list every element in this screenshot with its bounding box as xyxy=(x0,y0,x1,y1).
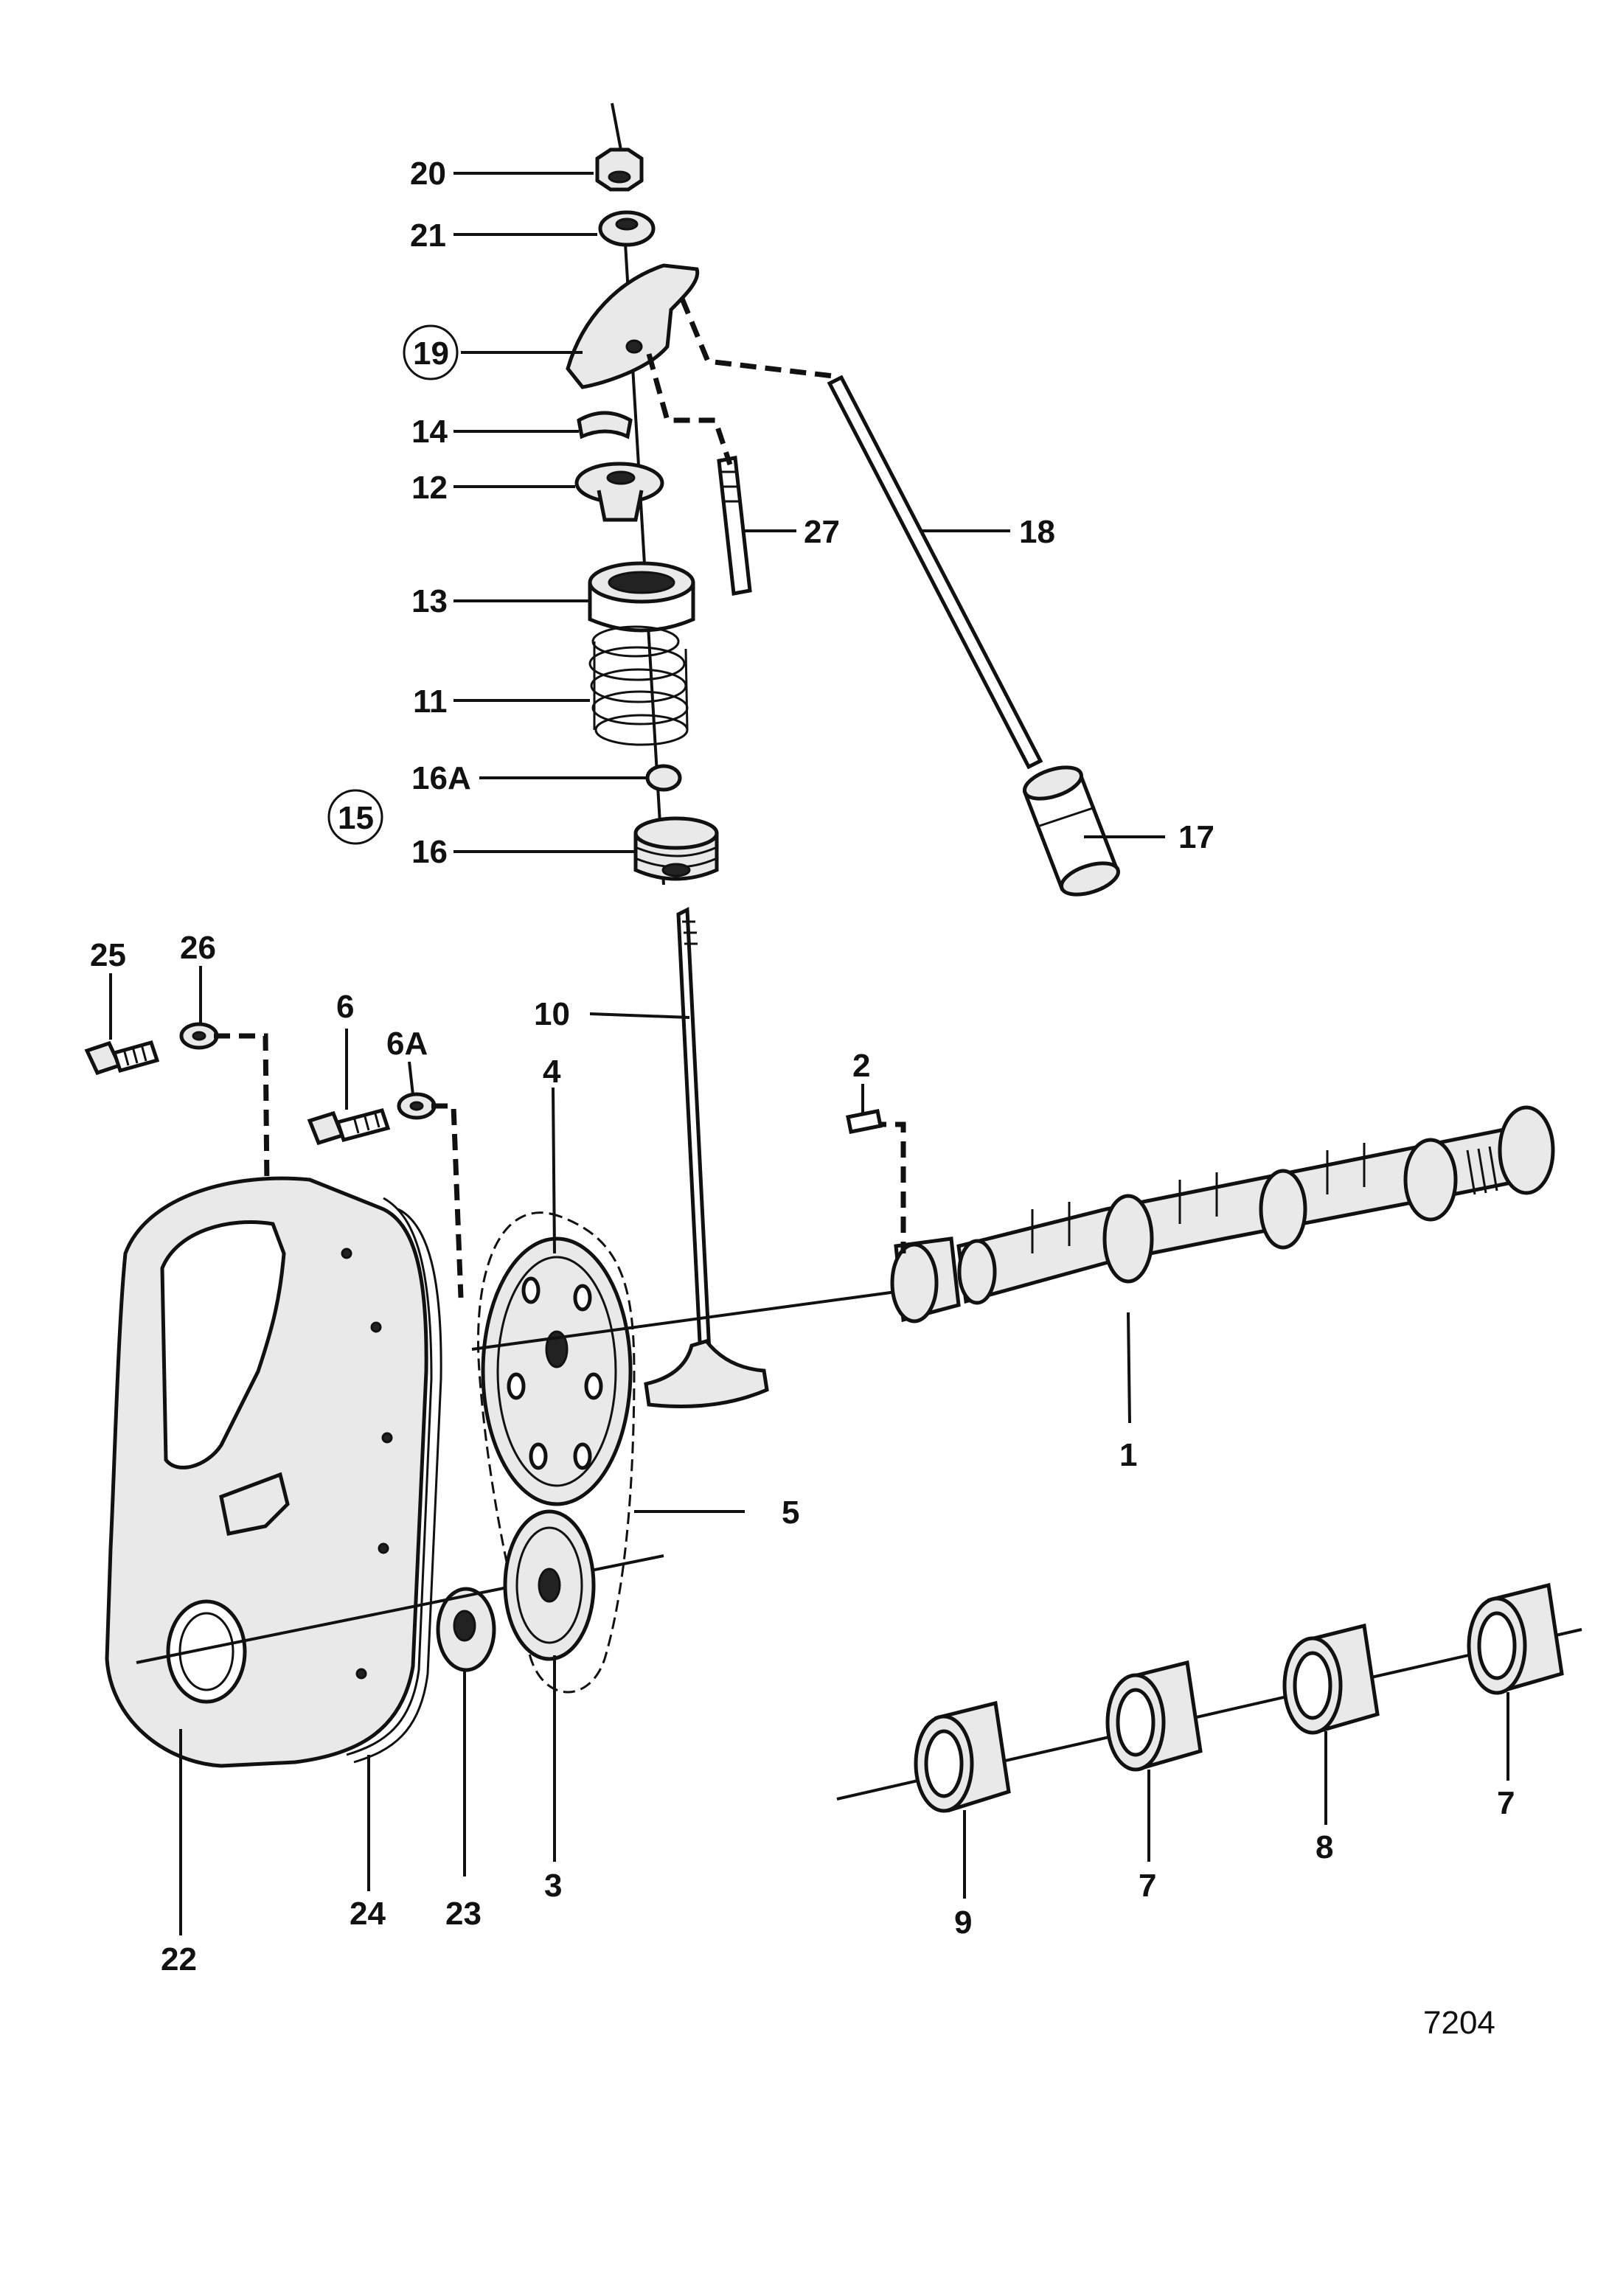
part-24-gasket xyxy=(346,1197,442,1764)
callout-2: 2 xyxy=(852,1048,870,1084)
callout-9: 9 xyxy=(954,1904,972,1941)
callout-labels: 20 21 19 14 12 27 18 13 11 16A 15 16 17 … xyxy=(90,156,1515,2041)
callout-19: 19 xyxy=(413,335,449,372)
leader-lines xyxy=(109,172,1509,1935)
part-21-washer xyxy=(598,210,656,247)
callout-3: 3 xyxy=(544,1868,562,1904)
part-19-rocker-arm xyxy=(566,263,700,389)
part-27-rocker-stud xyxy=(717,456,752,596)
part-12-spring-retainer xyxy=(574,462,664,522)
callout-23: 23 xyxy=(445,1896,482,1932)
part-16A-stem-seal xyxy=(645,764,682,792)
part-2-dowel-pin xyxy=(846,1109,883,1134)
part-7-bearing-b xyxy=(1467,1582,1564,1695)
callout-5: 5 xyxy=(782,1495,799,1531)
callout-25: 25 xyxy=(90,937,126,973)
part-6-bolt xyxy=(307,1107,391,1146)
callout-6A: 6A xyxy=(386,1026,428,1062)
callout-12: 12 xyxy=(411,470,448,506)
part-3-crankshaft-sprocket xyxy=(503,1509,596,1661)
callout-16A: 16A xyxy=(411,760,471,796)
part-17-tappet xyxy=(1022,765,1120,897)
callout-13: 13 xyxy=(411,583,448,619)
callout-10: 10 xyxy=(534,996,570,1032)
callout-4: 4 xyxy=(543,1054,561,1090)
part-8-bearing xyxy=(1282,1623,1380,1735)
part-11-valve-spring xyxy=(588,625,689,746)
callout-26: 26 xyxy=(180,930,216,966)
callout-22: 22 xyxy=(161,1941,197,1977)
part-6A-lock-washer xyxy=(397,1092,437,1120)
part-22-timing-cover xyxy=(105,1176,428,1768)
timing-drive-assembly xyxy=(471,1211,908,1694)
part-20-nut xyxy=(595,147,644,192)
callout-11: 11 xyxy=(413,683,448,720)
callout-24: 24 xyxy=(350,1896,386,1932)
callout-18: 18 xyxy=(1019,514,1055,550)
part-4-camshaft-sprocket xyxy=(481,1236,633,1506)
callout-6: 6 xyxy=(336,989,354,1025)
part-9-bearing xyxy=(914,1700,1011,1813)
callout-16: 16 xyxy=(411,834,448,870)
part-25-bolt xyxy=(84,1040,160,1076)
camshaft-bearings xyxy=(836,1582,1582,1813)
callout-1: 1 xyxy=(1119,1437,1137,1473)
part-14-valve-collets xyxy=(577,411,633,439)
part-23-oil-seal xyxy=(436,1587,496,1672)
callout-15: 15 xyxy=(338,800,374,836)
callout-19-circle xyxy=(403,324,459,380)
part-1-camshaft xyxy=(846,1105,1555,1323)
part-13-spring-cap xyxy=(588,561,695,633)
timing-cover-assembly xyxy=(84,1022,664,1768)
callout-21: 21 xyxy=(410,218,446,254)
callout-7a: 7 xyxy=(1497,1785,1515,1821)
part-7-bearing-a xyxy=(1105,1660,1203,1772)
callout-17: 17 xyxy=(1178,819,1214,855)
callout-14: 14 xyxy=(411,414,448,450)
valve-train-assembly xyxy=(566,102,1120,1408)
callout-15-circle xyxy=(327,789,383,845)
callout-7b: 7 xyxy=(1139,1868,1156,1904)
part-18-push-rod xyxy=(827,375,1043,770)
part-26-lock-washer xyxy=(179,1022,219,1050)
figure-number: 7204 xyxy=(1423,2005,1495,2041)
callout-20: 20 xyxy=(410,156,446,192)
part-10-valve xyxy=(644,907,769,1408)
part-16-valve-guide xyxy=(633,816,719,881)
callout-8: 8 xyxy=(1316,1829,1333,1865)
callout-27: 27 xyxy=(804,514,840,550)
